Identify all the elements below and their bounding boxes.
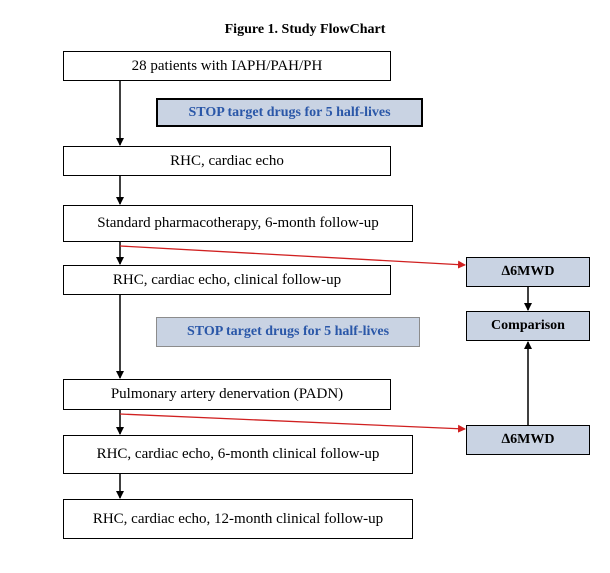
comparison-box: Comparison <box>466 311 590 341</box>
padn-box: Pulmonary artery denervation (PADN) <box>63 379 391 410</box>
rhc-echo-clinical-box: RHC, cardiac echo, clinical follow-up <box>63 265 391 295</box>
patients-box: 28 patients with IAPH/PAH/PH <box>63 51 391 81</box>
standard-pharmacotherapy-box: Standard pharmacotherapy, 6-month follow… <box>63 205 413 242</box>
rhc-echo-box: RHC, cardiac echo <box>63 146 391 176</box>
stop-drugs-box-1: STOP target drugs for 5 half-lives <box>156 98 423 127</box>
delta-6mwd-box-1: ∆6MWD <box>466 257 590 287</box>
stop-drugs-box-2: STOP target drugs for 5 half-lives <box>156 317 420 347</box>
red-arrow-to-delta-2 <box>119 413 466 433</box>
rhc-6month-box: RHC, cardiac echo, 6-month clinical foll… <box>63 435 413 474</box>
figure-title: Figure 1. Study FlowChart <box>224 22 386 37</box>
rhc-12month-box: RHC, cardiac echo, 12-month clinical fol… <box>63 499 413 539</box>
delta-6mwd-box-2: ∆6MWD <box>466 425 590 455</box>
red-arrow-to-delta-1 <box>119 245 466 269</box>
